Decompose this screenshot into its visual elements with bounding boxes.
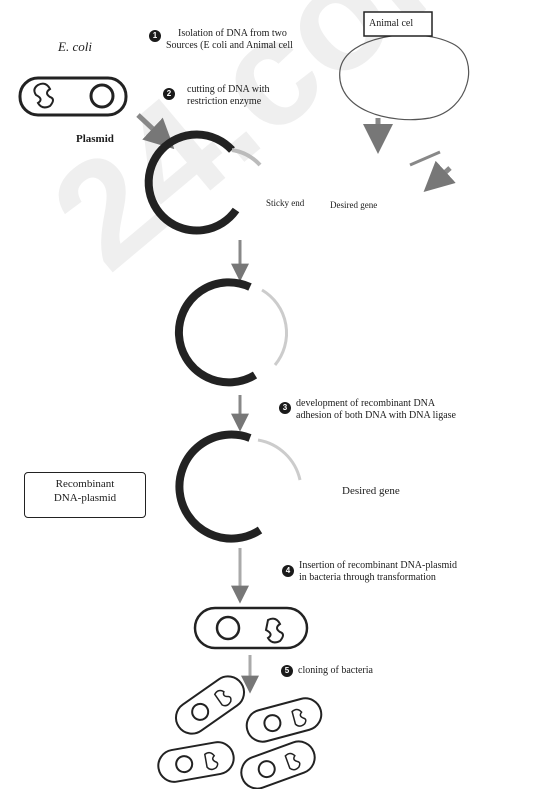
plasmid-open xyxy=(179,282,287,382)
gene-fragment xyxy=(410,152,440,165)
recombinant-plasmid xyxy=(179,435,300,539)
desired-gene-label: Desired gene xyxy=(342,486,400,497)
step-5-line-1: cloning of bacteria xyxy=(298,665,373,676)
step-1-line-2: Sources (E coli and Animal cell xyxy=(166,40,293,51)
desired-gene-small-label: Desired gene xyxy=(330,200,377,211)
recombinant-box-line-1: Recombinant xyxy=(25,477,145,491)
step-5-badge: 5 xyxy=(281,665,293,677)
step-3-badge: 3 xyxy=(279,402,291,414)
sticky-end-label: Sticky end xyxy=(266,198,304,209)
step-4-line-2: in bacteria through transformation xyxy=(299,572,436,583)
step-4-line-1: Insertion of recombinant DNA-plasmid xyxy=(299,560,457,571)
recombinant-dna-plasmid-box: Recombinant DNA-plasmid xyxy=(24,472,146,518)
step-4-badge: 4 xyxy=(282,565,294,577)
step-2-line-2: restriction enzyme xyxy=(187,96,261,107)
plasmid-cut xyxy=(149,134,260,230)
step-3-line-2: adhesion of both DNA with DNA ligase xyxy=(296,410,456,421)
transformed-bacterium xyxy=(195,608,307,648)
step-2-badge: 2 xyxy=(163,88,175,100)
recombinant-box-line-2: DNA-plasmid xyxy=(25,491,145,505)
arrow-gene xyxy=(428,168,450,188)
ecoli-label: E. coli xyxy=(58,40,92,54)
step-2-line-1: cutting of DNA with xyxy=(187,84,270,95)
cloned-bacteria xyxy=(156,670,325,789)
ecoli-cell-top xyxy=(20,78,126,115)
step-1-line-1: Isolation of DNA from two xyxy=(178,28,287,39)
arrow-plasmid xyxy=(138,115,170,145)
animal-cell-label: Animal cel xyxy=(369,18,413,29)
plasmid-label: Plasmid xyxy=(76,134,114,145)
step-1-badge: 1 xyxy=(149,30,161,42)
step-3-line-1: development of recombinant DNA xyxy=(296,398,435,409)
